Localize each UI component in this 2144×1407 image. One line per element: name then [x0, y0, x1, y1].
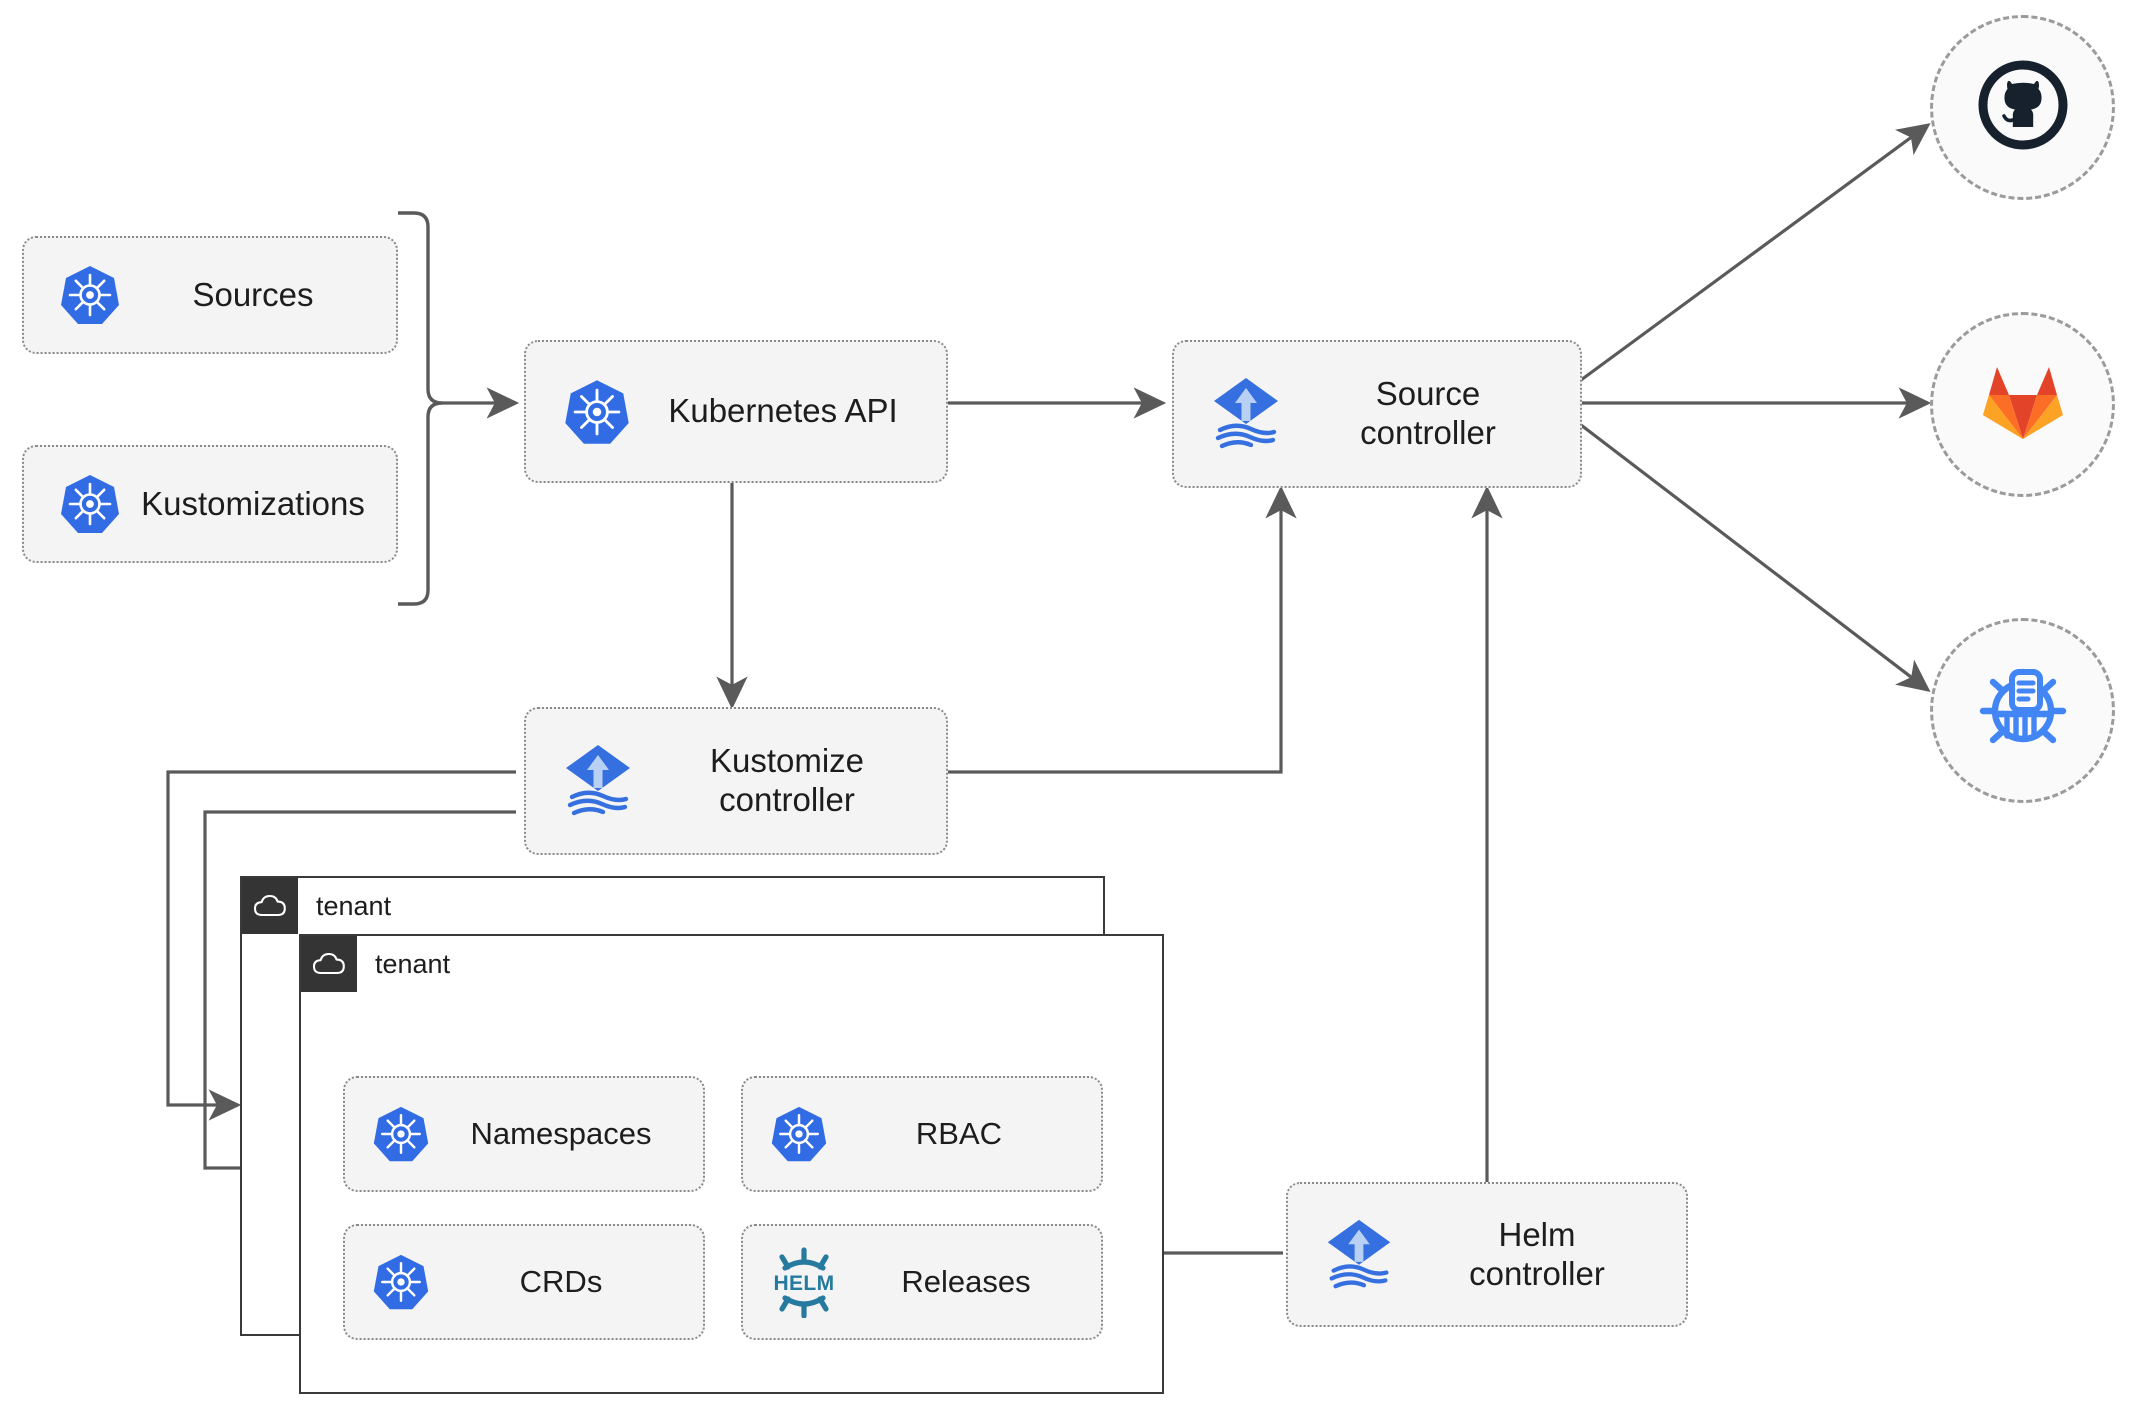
endpoint-chartmuseum[interactable] [1930, 618, 2115, 803]
flux-icon [1204, 372, 1288, 456]
node-helm-controller[interactable]: Helm controller [1286, 1182, 1688, 1327]
node-kustomizations[interactable]: Kustomizations [22, 445, 398, 563]
tenant-label: tenant [375, 948, 451, 979]
kubernetes-icon [769, 1104, 829, 1164]
helm-icon: HELM [765, 1246, 843, 1318]
wire-source-github [1580, 123, 1931, 382]
flux-icon [556, 739, 640, 823]
cloud-icon [301, 936, 357, 992]
svg-text:HELM: HELM [773, 1272, 834, 1295]
node-helm-controller-label: Helm controller [1469, 1215, 1605, 1292]
tenant-label: tenant [316, 890, 392, 921]
node-rbac-label: RBAC [915, 1115, 1003, 1151]
node-releases-label: Releases [901, 1263, 1031, 1299]
node-kustomizations-label: Kustomizations [141, 484, 365, 522]
node-sources-label: Sources [192, 275, 314, 313]
node-source-controller[interactable]: Source controller [1172, 340, 1582, 488]
node-namespaces-label: Namespaces [470, 1115, 652, 1151]
chartmuseum-icon [1971, 656, 2075, 765]
github-icon [1974, 56, 2072, 159]
node-sources[interactable]: Sources [22, 236, 398, 354]
wire-kustomize-source [947, 485, 1297, 774]
node-releases[interactable]: HELM Releases [741, 1224, 1103, 1340]
group-bracket [398, 211, 443, 606]
gitlab-icon [1977, 359, 2069, 450]
node-source-controller-label: Source controller [1360, 375, 1496, 451]
tenant-header: tenant [242, 878, 391, 934]
tenant-header: tenant [301, 936, 450, 992]
node-crds[interactable]: CRDs [343, 1224, 705, 1340]
node-rbac[interactable]: RBAC [741, 1076, 1103, 1192]
tenant-container-2[interactable]: tenant Namespaces [299, 934, 1164, 1394]
node-kubernetes-api[interactable]: Kubernetes API [524, 340, 948, 483]
node-kubernetes-api-label: Kubernetes API [668, 392, 898, 430]
flux-icon [1318, 1214, 1400, 1296]
kubernetes-icon [371, 1252, 431, 1312]
wire-source-chartmuseum [1580, 423, 1931, 692]
node-kustomize-controller-label: Kustomize controller [709, 742, 865, 818]
kubernetes-icon [58, 263, 122, 327]
node-kustomize-controller[interactable]: Kustomize controller [524, 707, 948, 855]
node-crds-label: CRDs [519, 1263, 603, 1299]
node-namespaces[interactable]: Namespaces [343, 1076, 705, 1192]
cloud-icon [242, 878, 298, 934]
kubernetes-icon [562, 377, 632, 447]
endpoint-gitlab[interactable] [1930, 312, 2115, 497]
kubernetes-icon [58, 472, 122, 536]
endpoint-github[interactable] [1930, 15, 2115, 200]
kubernetes-icon [371, 1104, 431, 1164]
